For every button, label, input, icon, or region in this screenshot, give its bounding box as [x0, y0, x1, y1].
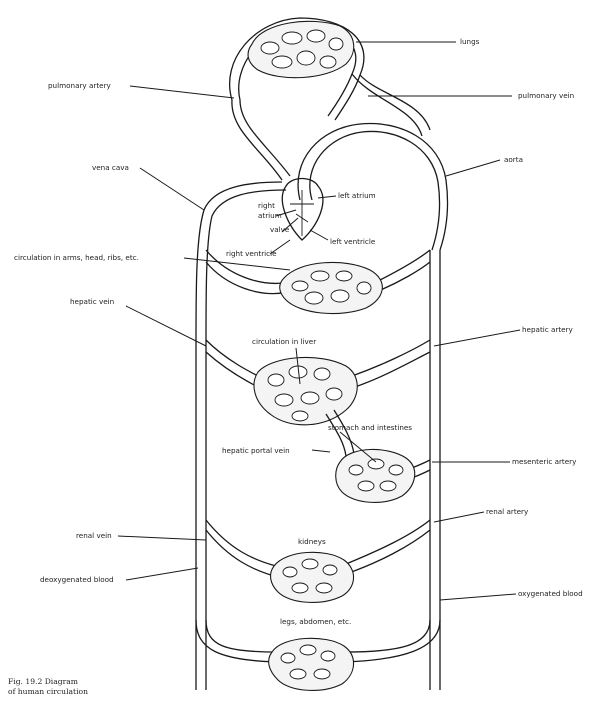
label-valve: valve — [270, 225, 290, 234]
label-aorta: aorta — [504, 155, 523, 164]
label-renal-artery: renal artery — [486, 507, 529, 516]
label-left-ventricle: left ventricle — [330, 237, 376, 246]
label-kidneys: kidneys — [298, 537, 326, 546]
left-column — [196, 182, 286, 690]
label-renal-vein: renal vein — [76, 531, 112, 540]
label-stomach-intestines: stomach and intestines — [328, 423, 412, 432]
label-pulmonary-artery: pulmonary artery — [48, 81, 112, 90]
label-left-atrium: left atrium — [338, 191, 376, 200]
label-hepatic-artery: hepatic artery — [522, 325, 574, 334]
right-column — [430, 250, 440, 690]
kidney-loop — [206, 520, 430, 602]
labels: lungs pulmonary artery pulmonary vein ve… — [14, 37, 583, 626]
label-legs-abdomen: legs, abdomen, etc. — [280, 617, 351, 626]
label-vena-cava: vena cava — [92, 163, 129, 172]
caption-line-1: Fig. 19.2 Diagram — [8, 677, 78, 686]
leader-lines — [118, 42, 520, 600]
label-right-atrium-1: right — [258, 201, 275, 210]
label-hepatic-vein: hepatic vein — [70, 297, 114, 306]
label-deoxygenated-blood: deoxygenated blood — [40, 575, 114, 584]
label-hepatic-portal-vein: hepatic portal vein — [222, 446, 290, 455]
label-circulation-liver: circulation in liver — [252, 337, 316, 346]
label-lungs: lungs — [460, 37, 480, 46]
label-right-atrium-2: atrium — [258, 211, 282, 220]
legs-loop — [196, 620, 440, 690]
lung-capillary-bed — [248, 21, 354, 77]
figure-caption: Fig. 19.2 Diagram of human circulation — [8, 677, 88, 696]
arms-head-loop — [206, 250, 430, 314]
label-mesenteric-artery: mesenteric artery — [512, 457, 577, 466]
label-pulmonary-vein: pulmonary vein — [518, 91, 574, 100]
label-oxygenated-blood: oxygenated blood — [518, 589, 583, 598]
caption-line-2: of human circulation — [8, 687, 88, 696]
label-right-ventricle: right ventricle — [226, 249, 277, 258]
liver-loop — [206, 340, 430, 425]
label-circulation-arms: circulation in arms, head, ribs, etc. — [14, 253, 139, 262]
aorta-arch — [298, 123, 448, 250]
